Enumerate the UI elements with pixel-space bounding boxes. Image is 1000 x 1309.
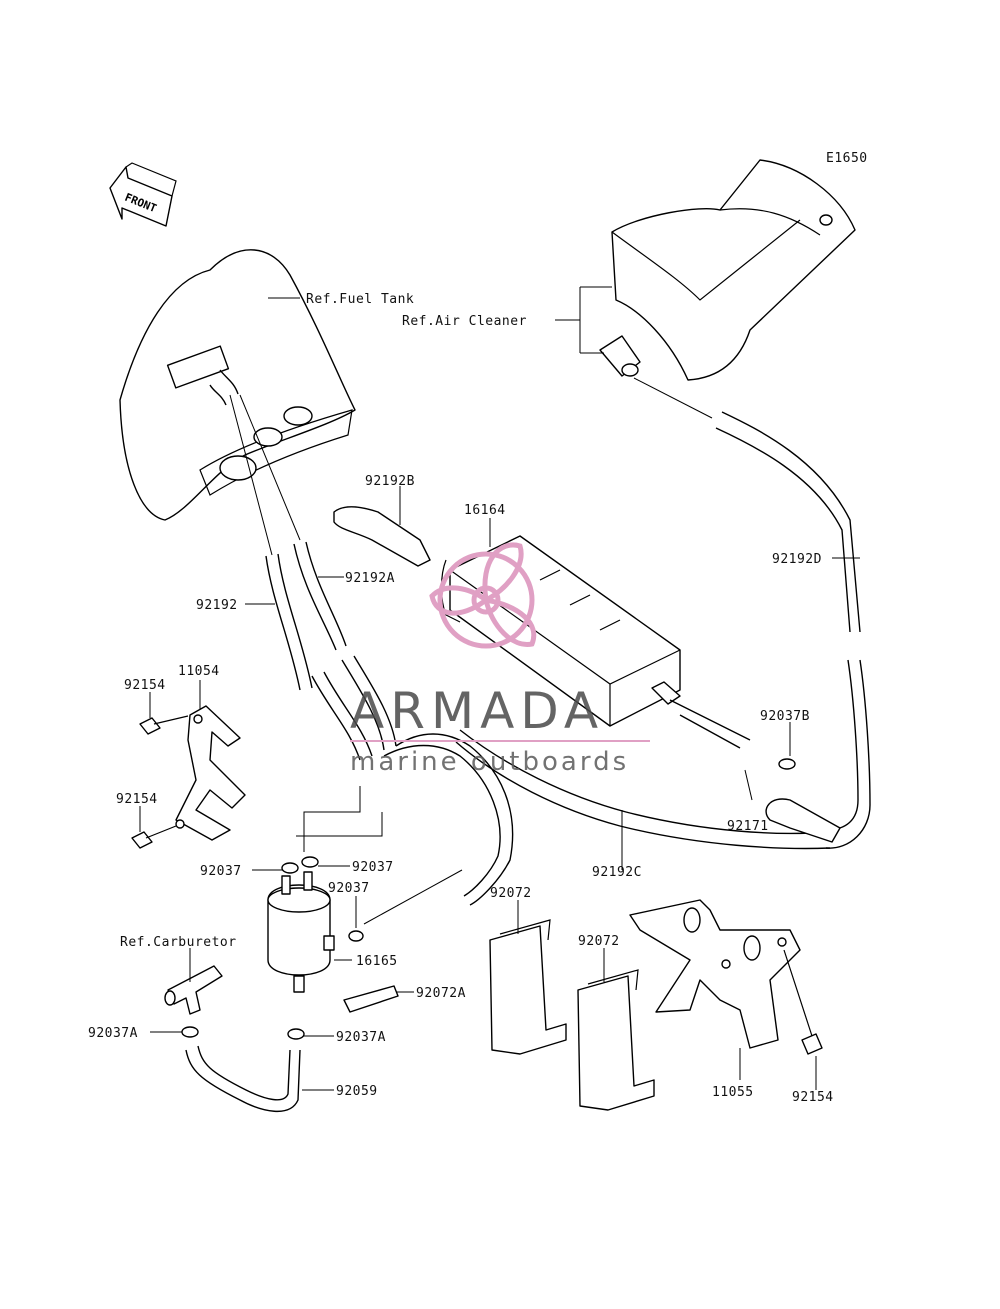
hose-92192C: [383, 729, 831, 906]
label-92072-left: 92072: [490, 886, 532, 901]
fuel-tank-ref: [119, 249, 356, 521]
label-92192D: 92192D: [772, 552, 822, 567]
clamp-92037A-left: [181, 1026, 199, 1038]
hose-92171: [669, 699, 841, 843]
label-92154-lower: 92154: [116, 792, 158, 807]
clamp-92037B: [778, 758, 796, 770]
label-92154-upper: 92154: [124, 678, 166, 693]
label-92037A-right: 92037A: [336, 1030, 386, 1045]
label-92072A: 92072A: [416, 986, 466, 1001]
watermark-brand: ARMADA: [350, 682, 604, 740]
clamp-92037-left: [281, 862, 299, 874]
label-92192A: 92192A: [345, 571, 395, 586]
label-92192B: 92192B: [365, 474, 415, 489]
clamp-92037-right: [301, 856, 319, 868]
bracket-11055: [629, 899, 801, 1049]
label-16164: 16164: [464, 503, 506, 518]
label-92059: 92059: [336, 1084, 378, 1099]
label-11055: 11055: [712, 1085, 754, 1100]
label-92037A-left: 92037A: [88, 1026, 138, 1041]
label-ref-air-cleaner: Ref.Air Cleaner: [402, 314, 527, 329]
clamp-92037-lower: [348, 930, 364, 942]
bolt-92154-lower: [131, 825, 177, 849]
carburetor-tee-ref: [164, 965, 223, 1015]
hose-92059: [185, 1045, 301, 1113]
label-92037-lower: 92037: [328, 881, 370, 896]
armada-watermark: ARMADA marine outboards: [350, 542, 650, 777]
label-92154-right: 92154: [792, 1090, 834, 1105]
bolt-92154-upper: [139, 715, 189, 735]
hose-92192B: [333, 506, 431, 567]
label-92037-left: 92037: [200, 864, 242, 879]
clamp-92037A-right: [287, 1028, 305, 1040]
fuel-filter-16165: [267, 871, 335, 993]
label-92192C: 92192C: [592, 865, 642, 880]
front-arrow-icon: FRONT: [109, 162, 177, 227]
hose-92192-pair: [229, 394, 397, 761]
label-11054: 11054: [178, 664, 220, 679]
label-92037B: 92037B: [760, 709, 810, 724]
label-92072-right: 92072: [578, 934, 620, 949]
label-ref-fuel-tank: Ref.Fuel Tank: [306, 292, 414, 307]
strap-92072A: [343, 985, 399, 1013]
band-92072-left: [489, 919, 567, 1055]
label-92171: 92171: [727, 819, 769, 834]
air-cleaner-ref: [599, 159, 856, 381]
bolt-92154-right: [783, 949, 823, 1055]
label-16165: 16165: [356, 954, 398, 969]
band-92072-right: [577, 969, 655, 1111]
bracket-11054: [175, 705, 246, 841]
diagram-code: E1650: [826, 151, 868, 166]
propeller-logo-icon: [429, 542, 537, 649]
hose-92192D: [633, 377, 871, 849]
label-92037-right: 92037: [352, 860, 394, 875]
label-ref-carburetor: Ref.Carburetor: [120, 935, 237, 950]
label-92192: 92192: [196, 598, 238, 613]
watermark-tagline: marine outboards: [350, 747, 629, 777]
